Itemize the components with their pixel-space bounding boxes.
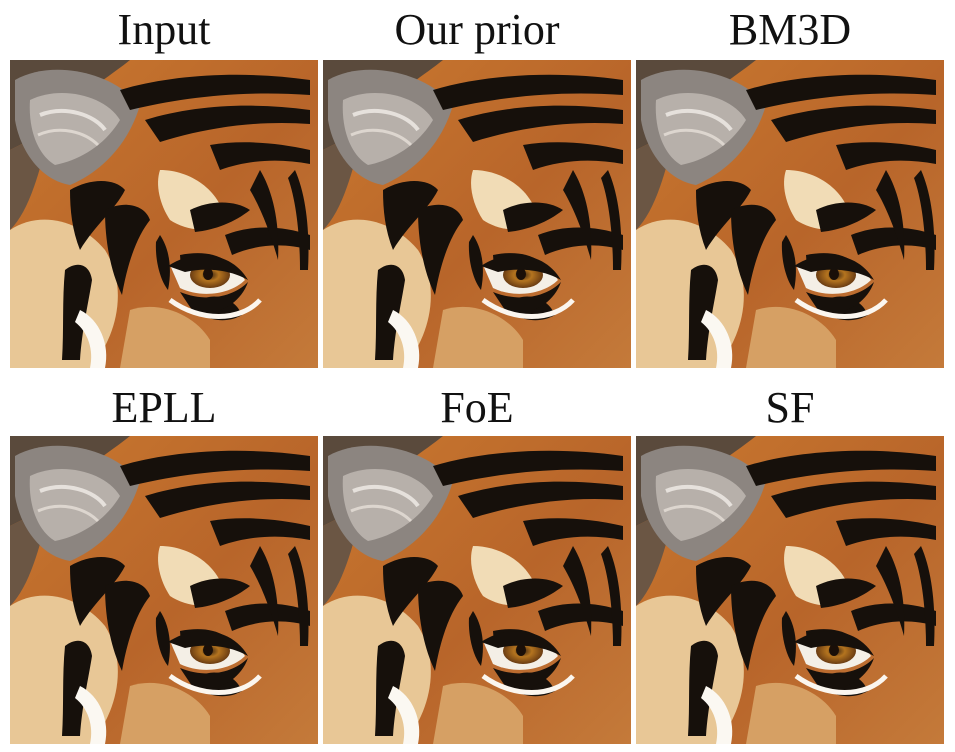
- panel-caption: Input: [117, 5, 211, 54]
- tiger-image-bm3d: [636, 60, 944, 368]
- tiger-image-our-prior: [323, 60, 631, 368]
- panel-caption: SF: [765, 383, 815, 432]
- tiger-image-input: [10, 60, 318, 368]
- tiger-image-foe: [323, 436, 631, 744]
- panel-caption: BM3D: [728, 5, 852, 54]
- panel-caption: EPLL: [111, 383, 217, 432]
- panel-caption: Our prior: [394, 5, 560, 54]
- panel-caption: FoE: [440, 383, 514, 432]
- tiger-image-epll: [10, 436, 318, 744]
- tiger-image-sf: [636, 436, 944, 744]
